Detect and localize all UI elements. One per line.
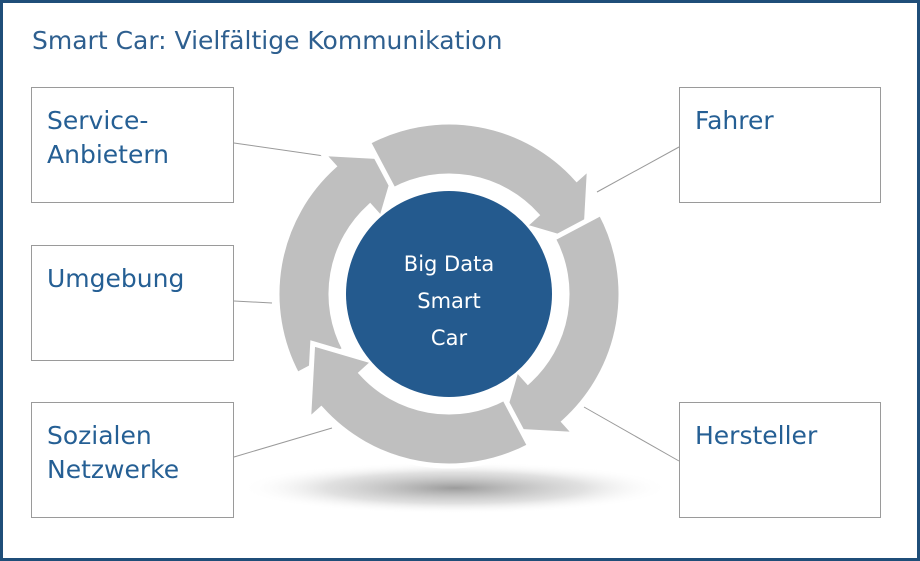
box-umgebung-line1: Umgebung (47, 264, 185, 293)
box-fahrer: Fahrer (679, 87, 881, 203)
center-label-line2: Smart (417, 289, 481, 313)
box-service-line2: Anbietern (47, 140, 170, 169)
arrow-segment-bottom (305, 340, 534, 469)
center-label: Big Data Smart Car (352, 246, 546, 357)
connector-umgebung (233, 300, 273, 304)
box-service-anbietern: Service- Anbietern (31, 87, 234, 203)
floor-shadow (240, 462, 670, 514)
box-fahrer-line1: Fahrer (695, 106, 774, 135)
diagram-title: Smart Car: Vielfältige Kommunikation (32, 26, 503, 55)
box-sozial-line2: Netzwerke (47, 455, 180, 484)
center-label-line3: Car (430, 326, 468, 350)
box-hersteller-line1: Hersteller (695, 421, 818, 450)
box-sozialen-netzwerke: Sozialen Netzwerke (31, 402, 234, 518)
connector-sozial (233, 427, 333, 458)
box-hersteller: Hersteller (679, 402, 881, 518)
box-umgebung: Umgebung (31, 245, 234, 361)
connector-service (233, 142, 339, 159)
center-circle (346, 191, 552, 397)
arrow-segment-top (364, 119, 593, 248)
arrow-segment-right (495, 209, 624, 438)
connector-hersteller (583, 406, 680, 462)
box-service-line1: Service- (47, 106, 149, 135)
center-label-line1: Big Data (403, 252, 495, 276)
arrow-segment-left (274, 150, 403, 379)
cycle-arrows (274, 119, 624, 469)
connector-fahrer (596, 146, 680, 193)
box-sozial-line1: Sozialen (47, 421, 152, 450)
